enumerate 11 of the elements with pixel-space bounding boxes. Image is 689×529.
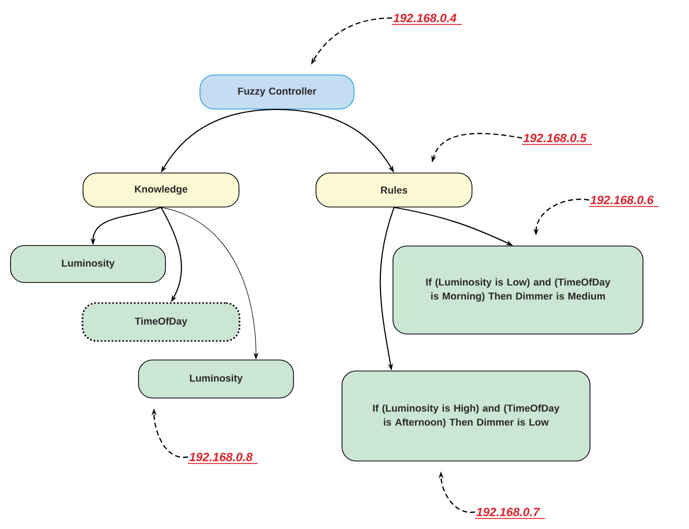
address-label: 192.168.0.5 (522, 134, 592, 145)
address-label: 192.168.0.8 (188, 452, 258, 464)
variable-box: Luminosity (138, 360, 294, 398)
category-box: Knowledge (82, 172, 240, 208)
controller-box: Fuzzy Controller (200, 74, 354, 110)
category-box: Rules (316, 172, 472, 208)
variable-box: Luminosity (10, 245, 166, 283)
variable-box: TimeOfDay (82, 302, 240, 342)
address-label: 192.168.0.4 (392, 14, 462, 25)
address-label: 192.168.0.7 (474, 508, 546, 519)
address-label: 192.168.0.6 (588, 196, 660, 207)
